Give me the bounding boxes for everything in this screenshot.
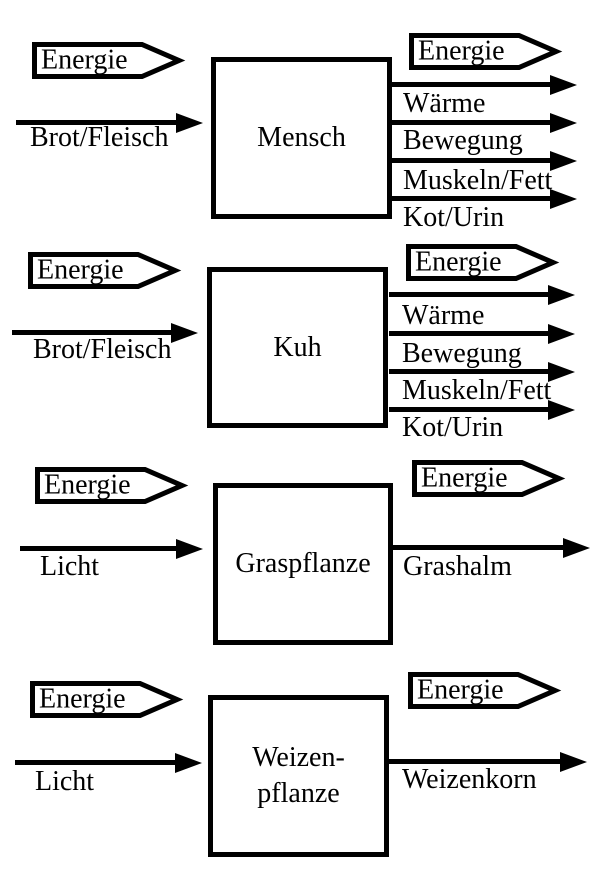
banner-label: Energie [39,682,126,714]
energie-banner-output: Energie [409,33,563,70]
output-label: Kot/Urin [403,202,505,233]
energie-banner-input: Energie [28,252,182,289]
pennant-arrow-icon [30,681,184,718]
output-arrow [392,188,577,209]
input-label: Brot/Fleisch [33,334,172,365]
energie-banner-output: Energie [412,460,566,497]
output-label: Muskeln/Fett [402,375,552,406]
organism-box: Mensch [211,57,392,219]
output-label: Muskeln/Fett [403,165,553,196]
banner-label: Energie [417,673,504,705]
pennant-arrow-icon [406,244,560,281]
banner-label: Energie [415,245,502,277]
energie-banner-output: Energie [408,672,562,709]
organism-box: Kuh [207,267,388,428]
output-arrow [388,751,587,772]
input-label: Brot/Fleisch [30,122,169,153]
energie-banner-input: Energie [35,467,189,504]
output-arrow [392,112,577,133]
output-arrow [392,74,577,95]
organism-box-label: Kuh [273,331,322,363]
energie-banner-input: Energie [30,681,184,718]
input-arrow [16,112,203,133]
banner-label: Energie [44,468,131,500]
organism-box: Weizen- pflanze [208,695,389,857]
pennant-arrow-icon [35,467,189,504]
banner-label: Energie [421,461,508,493]
organism-box-label: Weizen- [252,742,345,774]
organism-box-label: Mensch [257,122,346,154]
input-label: Licht [35,766,95,797]
output-arrow [389,399,575,420]
input-arrow [15,752,202,773]
output-label: Bewegung [402,338,522,369]
banner-label: Energie [418,34,505,66]
energie-banner-input: Energie [32,42,186,79]
pennant-arrow-icon [28,252,182,289]
pennant-arrow-icon [408,672,562,709]
output-arrow [393,537,590,558]
output-label: Grashalm [403,551,512,582]
output-label: Bewegung [403,125,523,156]
input-arrow [12,322,198,343]
output-label: Wärme [403,88,486,119]
pennant-arrow-icon [409,33,563,70]
output-arrow [389,323,575,344]
output-label: Weizenkorn [402,764,537,795]
output-label: Kot/Urin [402,412,504,443]
output-arrow [392,150,577,171]
pennant-arrow-icon [32,42,186,79]
organism-box-label: pflanze [257,778,340,809]
input-label: Licht [40,551,100,582]
input-arrow [20,538,203,559]
output-arrow [389,361,575,382]
organism-box-label: Graspflanze [235,548,371,580]
banner-label: Energie [41,43,128,75]
energie-banner-output: Energie [406,244,560,281]
output-arrow [389,284,575,305]
pennant-arrow-icon [412,460,566,497]
output-label: Wärme [402,300,485,331]
banner-label: Energie [37,253,124,285]
organism-box: Graspflanze [213,483,393,645]
